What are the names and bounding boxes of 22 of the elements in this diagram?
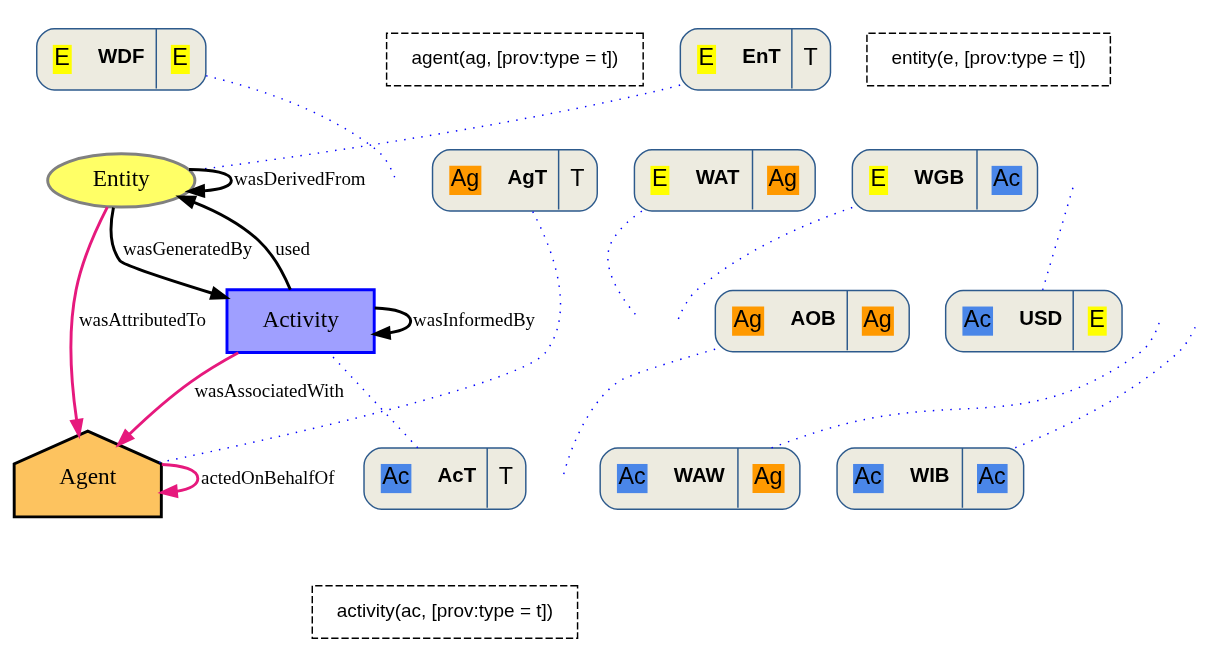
edge-label: wasDerivedFrom <box>234 167 366 189</box>
connector <box>158 210 562 463</box>
node-box: entity(e, [prov:type = t]) <box>866 31 1112 86</box>
connector <box>770 321 1160 449</box>
edge-label: wasAssociatedWith <box>194 379 345 401</box>
arrow <box>370 306 413 340</box>
arrow <box>115 350 239 448</box>
edge-label: wasAttributedTo <box>78 308 206 330</box>
edge-label: wasInformedBy <box>413 308 536 330</box>
node-box: Activity <box>225 287 376 354</box>
connector <box>205 74 396 179</box>
connector <box>677 206 853 320</box>
arrow <box>175 194 292 290</box>
node-box: agent(ag, [prov:type = t]) <box>385 31 644 86</box>
node-box: activity(ac, [prov:type = t]) <box>311 584 579 639</box>
edge-label: wasGeneratedBy <box>122 237 253 259</box>
arrow <box>184 167 233 198</box>
arrow <box>69 205 109 439</box>
edge-label: used <box>275 237 310 259</box>
arrow <box>109 206 231 300</box>
arrow <box>157 462 200 498</box>
edge-label: actedOnBehalfOf <box>201 466 335 487</box>
